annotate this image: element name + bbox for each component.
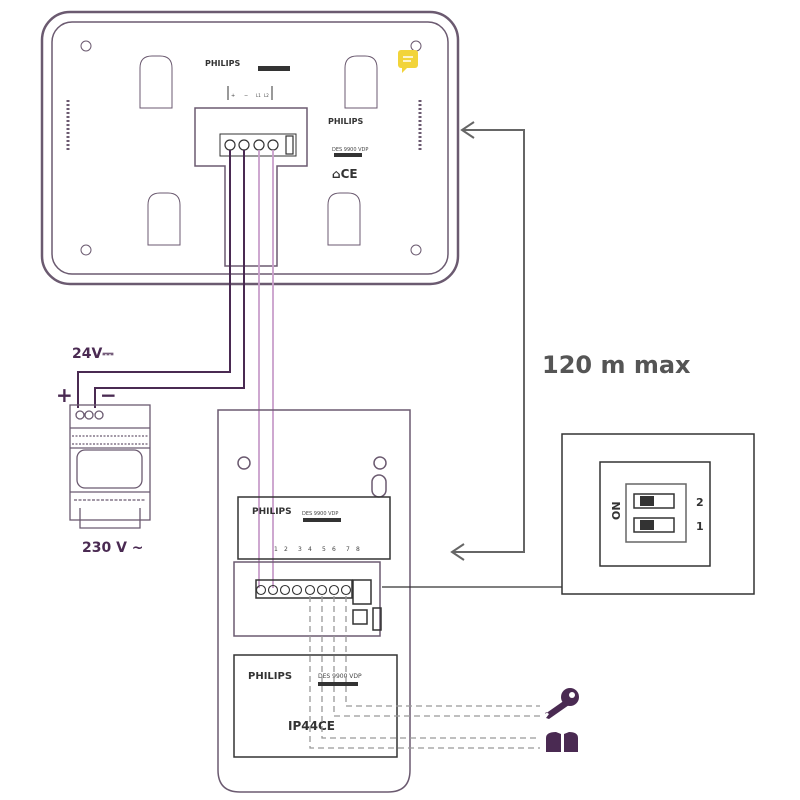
- terminal-minus-label: −: [244, 93, 248, 99]
- door-station-terminals: [255, 584, 352, 596]
- monitor-brand-label: PHILIPS: [328, 117, 363, 126]
- dip-switch-detail: [561, 433, 755, 595]
- terminal-number: 7: [346, 546, 350, 553]
- power-supply: [69, 404, 151, 529]
- ip-rating: IP44: [288, 719, 318, 733]
- plus-label: +: [56, 383, 73, 407]
- minus-label: −: [100, 383, 117, 407]
- label-barcode: [318, 682, 358, 686]
- dip-switch-2[interactable]: [640, 496, 654, 506]
- monitor-model: DES 9900 VDP: [332, 147, 368, 153]
- ce-mark-icon: ⌂CE: [332, 167, 358, 181]
- terminal-l1-label: L1: [256, 93, 261, 98]
- dc-voltage-label: 24V⎓: [72, 346, 114, 362]
- svg-text:CE: CE: [318, 719, 335, 733]
- dip-2-label: 2: [696, 496, 704, 509]
- label-brand: PHILIPS: [248, 671, 292, 682]
- gate-icon: [546, 732, 578, 752]
- dip-switch-1[interactable]: [640, 520, 654, 530]
- dip-1-label: 1: [696, 520, 704, 533]
- terminal-l2-label: L2: [264, 93, 269, 98]
- svg-text:⌂CE: ⌂CE: [332, 167, 358, 181]
- monitor-brand: PHILIPS: [205, 59, 240, 68]
- distance-arrow: [450, 121, 525, 561]
- door-station: [217, 409, 411, 793]
- monitor-barcode: [334, 153, 362, 157]
- terminal-number: 3: [298, 546, 302, 553]
- dip-on-label: ON: [610, 501, 623, 520]
- terminal-number: 2: [284, 546, 288, 553]
- door-station-brand: PHILIPS: [252, 507, 292, 517]
- weee-icon: CE: [318, 719, 335, 733]
- terminal-number: 8: [356, 546, 360, 553]
- lock-wires: [309, 596, 540, 749]
- terminal-number: 5: [322, 546, 326, 553]
- door-station-barcode: [303, 518, 341, 522]
- power-wires: [77, 150, 245, 408]
- bus-wires: [258, 150, 274, 588]
- label-model: DES 9900 VDP: [318, 673, 362, 680]
- indoor-monitor: [40, 10, 460, 286]
- chat-icon[interactable]: [398, 50, 418, 73]
- terminal-number: 6: [332, 546, 336, 553]
- key-icon: [545, 688, 579, 719]
- distance-label: 120 m max: [542, 351, 691, 379]
- terminal-plus-label: +: [231, 93, 235, 99]
- ac-voltage-label: 230 V ~: [82, 540, 144, 556]
- terminal-number: 4: [308, 546, 312, 553]
- door-station-model: DES 9900 VDP: [302, 511, 338, 517]
- terminal-number: 1: [274, 546, 278, 553]
